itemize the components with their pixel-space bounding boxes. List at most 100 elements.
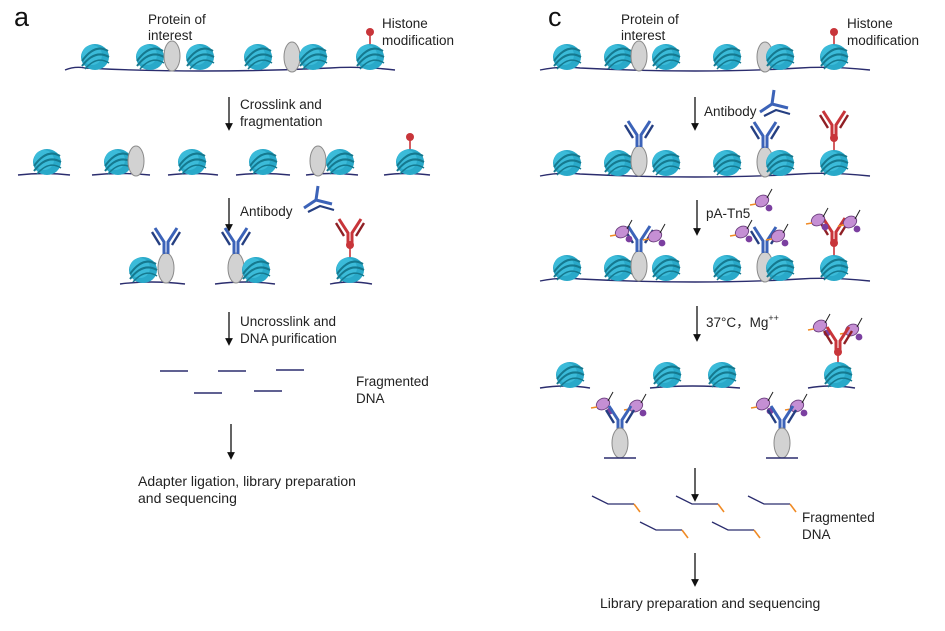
panel-c-antibody-bound-row <box>539 109 871 178</box>
tagged-dna-fragment <box>639 521 689 539</box>
protein-of-interest-icon <box>283 41 301 73</box>
protein-of-interest-icon <box>163 40 181 72</box>
nucleosome-icon <box>177 148 207 176</box>
panel-c-fragmented-line1: Fragmented <box>802 510 875 525</box>
antibody-icon <box>758 88 792 118</box>
panel-a-step1-line2: fragmentation <box>240 114 323 129</box>
nucleosome-icon <box>552 254 582 282</box>
nucleosome-icon <box>32 148 62 176</box>
nucleosome-icon <box>555 361 585 389</box>
pa-tn5-icon <box>749 188 774 213</box>
tagged-dna-fragment <box>747 495 797 513</box>
nucleosome-icon <box>128 256 158 284</box>
panel-c-histone-label-line1: Histone <box>847 16 893 31</box>
nucleosome-icon <box>819 149 849 177</box>
protein-of-interest-icon <box>157 252 175 284</box>
panel-a-protein-label-line2: interest <box>148 28 193 43</box>
tagged-dna-fragment <box>591 495 641 513</box>
protein-of-interest-icon <box>630 145 648 177</box>
nucleosome-icon <box>652 361 682 389</box>
panel-c-chromatin-row1 <box>539 27 871 73</box>
nucleosome-icon <box>395 148 425 176</box>
nucleosome-icon <box>651 254 681 282</box>
panel-c-step3-text: 37°C，Mg <box>706 315 768 330</box>
protein-of-interest-icon <box>611 427 629 459</box>
panel-a-antibody-bound-row <box>119 217 373 285</box>
protein-of-interest-icon <box>309 145 327 177</box>
tagged-dna-fragment <box>675 495 725 513</box>
panel-c-letter: c <box>548 2 562 32</box>
panel-c-tn5-bound-row <box>539 207 871 283</box>
protein-of-interest-icon <box>630 250 648 282</box>
panel-c-protein-label-line2: interest <box>621 28 666 43</box>
nucleosome-icon <box>651 43 681 71</box>
panel-a-protein-label-line1: Protein of <box>148 12 206 27</box>
nucleosome-icon <box>819 43 849 71</box>
nucleosome-icon <box>552 149 582 177</box>
nucleosome-icon <box>325 148 355 176</box>
panel-a: a Protein of interest Histone modificati… <box>14 2 454 506</box>
nucleosome-icon <box>335 256 365 284</box>
panel-c-protein-label-line1: Protein of <box>621 12 679 27</box>
nucleosome-icon <box>651 149 681 177</box>
protein-of-interest-icon <box>227 252 245 284</box>
panel-c-step3: 37°C，Mg++ <box>706 313 779 330</box>
panel-c: c Protein of interest Histone modificati… <box>539 2 919 611</box>
nucleosome-icon <box>712 149 742 177</box>
nucleosome-icon <box>135 43 165 71</box>
nucleosome-icon <box>765 149 795 177</box>
antibody-icon <box>220 226 252 256</box>
antibody-icon <box>150 226 182 256</box>
panel-a-fragmented-line1: Fragmented <box>356 374 429 389</box>
panel-a-step3-line2: DNA purification <box>240 331 337 346</box>
panel-a-step1-line1: Crosslink and <box>240 97 322 112</box>
panel-c-step1: Antibody <box>704 104 757 119</box>
nucleosome-icon <box>552 43 582 71</box>
protein-of-interest-icon <box>127 145 145 177</box>
nucleosome-icon <box>707 361 737 389</box>
panel-c-final: Library preparation and sequencing <box>600 595 820 611</box>
panel-c-cleaved-row <box>539 361 856 459</box>
panel-a-fragment-row <box>17 132 431 177</box>
panel-a-final-line1: Adapter ligation, library preparation <box>138 473 356 489</box>
panel-a-histone-label-line1: Histone <box>382 16 428 31</box>
nucleosome-icon <box>355 43 385 71</box>
nucleosome-icon <box>603 254 633 282</box>
nucleosome-icon <box>765 43 795 71</box>
panel-c-tagged-fragments <box>591 495 797 539</box>
nucleosome-icon <box>248 148 278 176</box>
nucleosome-icon <box>819 254 849 282</box>
panel-a-letter: a <box>14 2 30 32</box>
panel-a-step3-line1: Uncrosslink and <box>240 314 336 329</box>
panel-a-fragmented-line2: DNA <box>356 391 385 406</box>
nucleosome-icon <box>765 254 795 282</box>
panel-a-final-line2: and sequencing <box>138 490 237 506</box>
panel-a-histone-label-line2: modification <box>382 33 454 48</box>
nucleosome-icon <box>298 43 328 71</box>
pa-tn5-icon <box>807 313 832 338</box>
antibody-icon <box>818 109 850 139</box>
panel-a-chromatin-row1 <box>64 27 396 73</box>
panel-c-step3-superscript: ++ <box>768 313 779 323</box>
nucleosome-icon <box>80 43 110 71</box>
nucleosome-icon <box>603 43 633 71</box>
antibody-icon <box>749 120 781 150</box>
pa-tn5-icon <box>609 219 634 244</box>
pa-tn5-icon <box>805 207 830 232</box>
nucleosome-icon <box>241 256 271 284</box>
protein-of-interest-icon <box>630 40 648 72</box>
protein-of-interest-icon <box>773 427 791 459</box>
nucleosome-icon <box>823 361 853 389</box>
tagged-dna-fragment <box>711 521 761 539</box>
panel-c-released-histone-complex <box>807 313 864 369</box>
nucleosome-icon <box>712 254 742 282</box>
pa-tn5-icon <box>729 219 754 244</box>
nucleosome-icon <box>243 43 273 71</box>
nucleosome-icon <box>185 43 215 71</box>
antibody-icon <box>302 184 336 214</box>
panel-c-fragmented-line2: DNA <box>802 527 831 542</box>
nucleosome-icon <box>712 43 742 71</box>
pa-tn5-icon <box>590 391 615 416</box>
panel-c-histone-label-line2: modification <box>847 33 919 48</box>
